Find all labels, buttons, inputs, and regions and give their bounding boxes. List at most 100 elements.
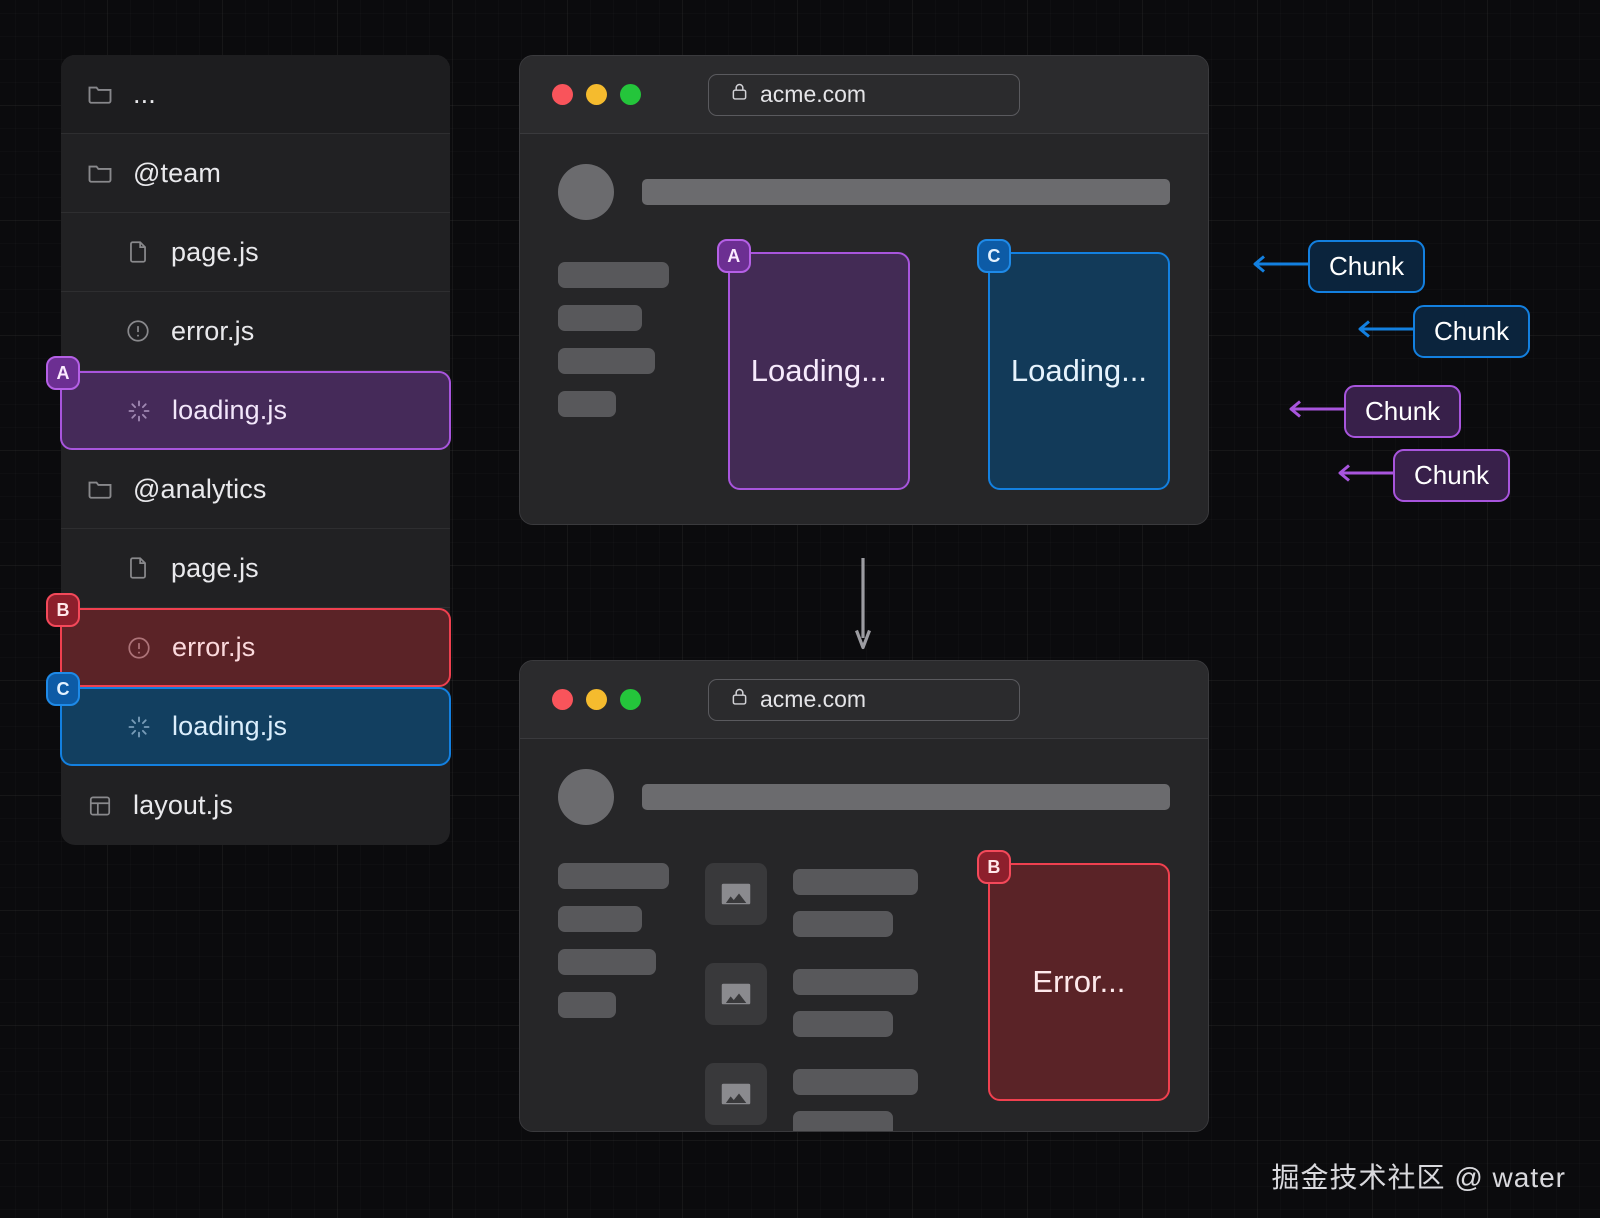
layout-icon: [85, 791, 115, 821]
file-icon: [123, 553, 153, 583]
skeleton-text-column: [558, 252, 669, 490]
file-tree-row-analytics-error[interactable]: B error.js: [46, 593, 451, 687]
browser-titlebar: acme.com: [520, 56, 1208, 134]
browser-content: B Error...: [520, 739, 1208, 1131]
file-tree-row-label: @team: [133, 157, 221, 188]
content-header: [558, 164, 1170, 220]
spinner-icon: [124, 396, 154, 426]
traffic-light-buttons: [552, 689, 641, 710]
loading-panel-label: Loading...: [1010, 353, 1148, 388]
arrow-left-icon: [1337, 462, 1393, 489]
skeleton-bar: [792, 911, 893, 937]
avatar: [558, 164, 614, 220]
skeleton-bar: [558, 992, 616, 1018]
file-tree-row-analytics[interactable]: @analytics: [61, 450, 450, 529]
file-tree-row-label: page.js: [171, 236, 259, 267]
browser-titlebar: acme.com: [520, 661, 1208, 739]
file-tree-row-label: layout.js: [133, 790, 233, 820]
address-bar[interactable]: acme.com: [708, 678, 1020, 721]
skeleton-bar: [558, 305, 643, 331]
chunk-label: Chunk: [1344, 385, 1462, 438]
file-tree-row-team-page[interactable]: page.js: [61, 213, 450, 292]
close-button-icon[interactable]: [552, 84, 573, 105]
skeleton-bar: [558, 348, 656, 374]
skeleton-bar: [558, 906, 643, 932]
chunk-callout-3: Chunk: [1288, 385, 1462, 438]
media-list: [704, 859, 918, 1131]
skeleton-bar: [558, 949, 656, 975]
minimize-button-icon[interactable]: [586, 689, 607, 710]
media-list-item: [704, 1063, 918, 1131]
maximize-button-icon[interactable]: [620, 84, 641, 105]
skeleton-bar: [558, 262, 669, 288]
badge-c: C: [46, 672, 80, 706]
spinner-icon: [124, 712, 154, 742]
file-tree-row-layout[interactable]: layout.js: [61, 766, 450, 845]
lock-icon: [729, 686, 750, 713]
minimize-button-icon[interactable]: [586, 84, 607, 105]
file-tree-row-label: error.js: [172, 632, 256, 662]
file-tree-row-label: loading.js: [172, 395, 288, 425]
skeleton-bar: [558, 863, 669, 889]
alert-icon: [124, 633, 154, 663]
alert-icon: [123, 316, 153, 346]
file-tree-panel: ... @team page.js error.js A: [46, 55, 451, 845]
error-panel-b: B Error...: [976, 850, 1170, 1101]
chunk-label: Chunk: [1413, 305, 1531, 358]
file-tree-row-label: ...: [133, 78, 156, 109]
skeleton-text-column: [558, 859, 669, 1131]
badge-b: B: [46, 593, 80, 627]
file-tree-row-analytics-loading[interactable]: C loading.js: [46, 672, 451, 766]
content-header: [558, 769, 1170, 825]
image-placeholder-icon: [704, 963, 767, 1025]
folder-icon: [85, 158, 115, 188]
file-tree-row-label: page.js: [171, 552, 259, 583]
address-bar[interactable]: acme.com: [708, 73, 1020, 116]
loading-panel-c: C Loading...: [976, 239, 1170, 490]
file-tree-row-team-error[interactable]: error.js: [61, 292, 450, 371]
file-tree-row-team[interactable]: @team: [61, 134, 450, 213]
skeleton-bar: [792, 1011, 893, 1037]
header-skeleton-bar: [642, 784, 1170, 810]
avatar: [558, 769, 614, 825]
close-button-icon[interactable]: [552, 689, 573, 710]
file-icon: [123, 237, 153, 267]
folder-icon: [85, 474, 115, 504]
file-tree-row-team-loading[interactable]: A loading.js: [46, 356, 451, 450]
browser-content: A Loading... C Loading...: [520, 134, 1208, 524]
browser-window-error-state: acme.com: [519, 660, 1209, 1132]
file-tree-row-label: loading.js: [172, 711, 288, 741]
chunk-callout-2: Chunk: [1357, 305, 1531, 358]
skeleton-bar: [792, 869, 918, 895]
chunk-callout-1: Chunk: [1252, 240, 1426, 293]
header-skeleton-bar: [642, 179, 1170, 205]
chunk-label: Chunk: [1393, 449, 1511, 502]
image-placeholder-icon: [704, 863, 767, 925]
badge-a: A: [46, 356, 80, 390]
file-tree-row-label: error.js: [171, 315, 255, 346]
badge-a: A: [716, 239, 751, 273]
badge-b: B: [976, 850, 1011, 884]
skeleton-bar: [558, 391, 616, 417]
file-tree-row-ellipsis[interactable]: ...: [61, 55, 450, 134]
arrow-left-icon: [1252, 253, 1308, 280]
browser-window-loading-state: acme.com A Loading... C: [519, 55, 1209, 525]
url-text: acme.com: [760, 81, 867, 107]
image-placeholder-icon: [704, 1063, 767, 1125]
error-panel-label: Error...: [1032, 964, 1126, 999]
folder-icon: [85, 79, 115, 109]
badge-c: C: [976, 239, 1011, 273]
arrow-left-icon: [1288, 398, 1344, 425]
chunk-callout-4: Chunk: [1337, 449, 1511, 502]
traffic-light-buttons: [552, 84, 641, 105]
loading-panel-a: A Loading...: [716, 239, 910, 490]
skeleton-bar: [792, 1111, 893, 1131]
lock-icon: [729, 81, 750, 108]
chunk-label: Chunk: [1308, 240, 1426, 293]
skeleton-bar: [792, 1069, 918, 1095]
maximize-button-icon[interactable]: [620, 689, 641, 710]
arrow-left-icon: [1357, 318, 1413, 345]
skeleton-bar: [792, 969, 918, 995]
file-tree-row-analytics-page[interactable]: page.js: [61, 529, 450, 608]
media-list-item: [704, 963, 918, 1037]
